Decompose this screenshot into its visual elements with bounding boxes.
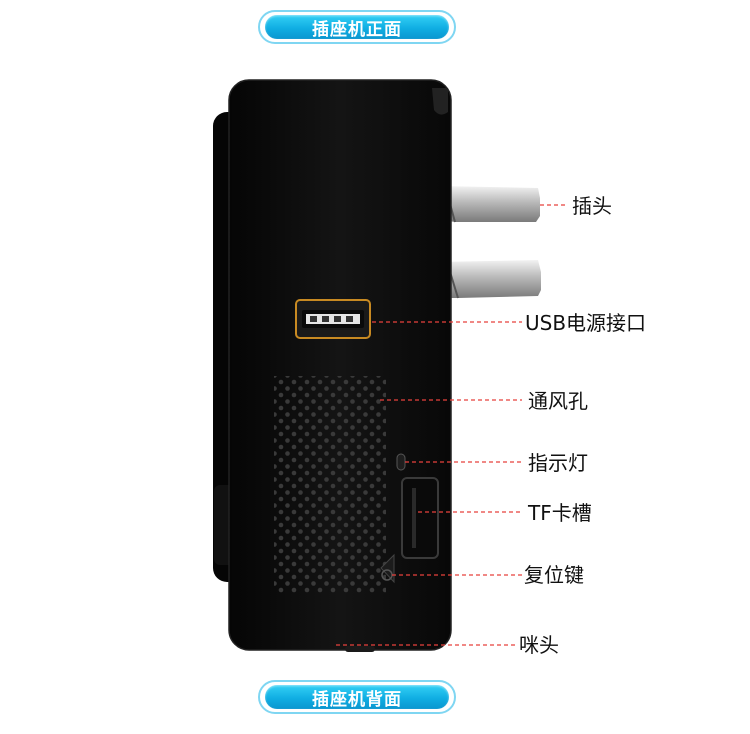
label-usb: USB电源接口	[525, 311, 647, 335]
label-indicator: 指示灯	[528, 451, 588, 475]
back-view-label: 插座机背面	[265, 685, 449, 710]
indicator-light	[396, 453, 406, 471]
tf-card-slot	[401, 477, 439, 559]
label-vent: 通风孔	[528, 389, 588, 413]
back-view-badge: 插座机背面	[258, 680, 456, 714]
vent-holes	[274, 376, 386, 594]
callout-leaders	[336, 204, 568, 646]
label-reset: 复位键	[524, 563, 584, 587]
front-view-label: 插座机正面	[265, 15, 449, 40]
usb-port	[295, 299, 371, 339]
front-view-badge: 插座机正面	[258, 10, 456, 44]
label-tf-slot: TF卡槽	[528, 501, 592, 525]
label-mic: 咪头	[519, 633, 559, 657]
plug-pins	[438, 185, 541, 299]
label-plug: 插头	[572, 194, 612, 218]
